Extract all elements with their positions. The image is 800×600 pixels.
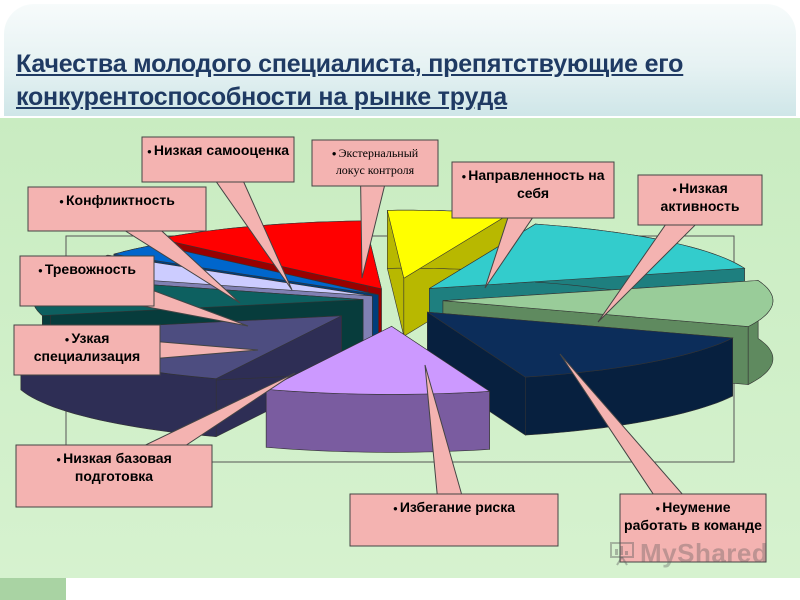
callout-box [349,493,559,547]
callout-label: ●Низкая активность [642,180,758,215]
callout-направленность-на-себя [451,161,615,289]
callout-label: ●Направленность на себя [456,167,610,202]
callout-узкая-специализация [13,324,259,376]
watermark: MyShared [640,538,769,568]
callout-неумение-работать-в-команде [559,353,767,563]
slice-top-неумение-работать-в-команде [427,311,734,378]
callout-box [637,174,763,226]
callout-text: Низкая активность [660,180,740,214]
callout-box [451,161,615,219]
callout-box [13,324,161,376]
callout-box [619,493,767,563]
callout-text: Низкая самооценка [153,142,290,158]
callout-label: ●Низкая базовая подготовка [20,450,208,485]
bullet-icon: ● [38,265,43,275]
callout-text: Конфликтность [65,192,175,208]
callout-низкая-самооценка [141,136,295,291]
callout-label: ●Неумение работать в команде [624,499,762,534]
bullet-icon: ● [331,149,337,159]
callout-низкая-активность [597,174,763,323]
callout-box [19,255,155,307]
callout-text: Экстернальный локус контроля [335,146,419,178]
callout-text: Неумение работать в команде [624,499,762,533]
callout-label: ●Конфликтность [32,192,202,210]
callout-text: Узкая специализация [33,330,141,364]
callout-label: ●Экстернальный локус контроля [316,145,434,178]
bullet-icon: ● [56,454,62,464]
callout-низкая-базовая-подготовка [15,372,296,508]
pie-slice-4 [265,325,491,453]
callout-box [311,139,439,187]
slice-top-избегание-риска [265,326,491,395]
bullet-icon: ● [672,184,678,194]
callout-text: Направленность на себя [468,167,605,201]
bullet-icon: ● [392,503,398,513]
callout-label: ●Узкая специализация [18,330,156,365]
bullet-icon: ● [64,334,70,344]
callout-text: Тревожность [44,261,136,277]
callout-конфликтность [27,186,241,304]
callout-label: ●Тревожность [24,261,150,279]
slice-top-низкая-активность [442,280,774,327]
callout-box [15,444,213,508]
slice-outer-wall [265,388,490,453]
callout-избегание-риска [349,364,559,547]
pie-slice-3 [427,311,734,436]
callout-text: Избегание риска [399,499,516,515]
bullet-icon: ● [59,196,64,206]
title-panel [4,4,796,116]
slide-title: Качества молодого специалиста, препятств… [16,50,684,111]
callout-label: ●Избегание риска [354,499,554,517]
callout-box [141,136,295,183]
presentation-icon [610,542,634,566]
callout-text: Низкая базовая подготовка [63,450,172,484]
callout-экстернальный-локус-контроля [311,139,439,279]
corner-decoration [0,578,66,600]
callout-тревожность [19,255,249,327]
bullet-icon: ● [146,146,152,156]
callout-box [27,186,207,232]
callout-layer [13,136,767,563]
bullet-icon: ● [655,503,661,513]
callout-label: ●Низкая самооценка [146,142,290,160]
bullet-icon: ● [461,171,467,181]
